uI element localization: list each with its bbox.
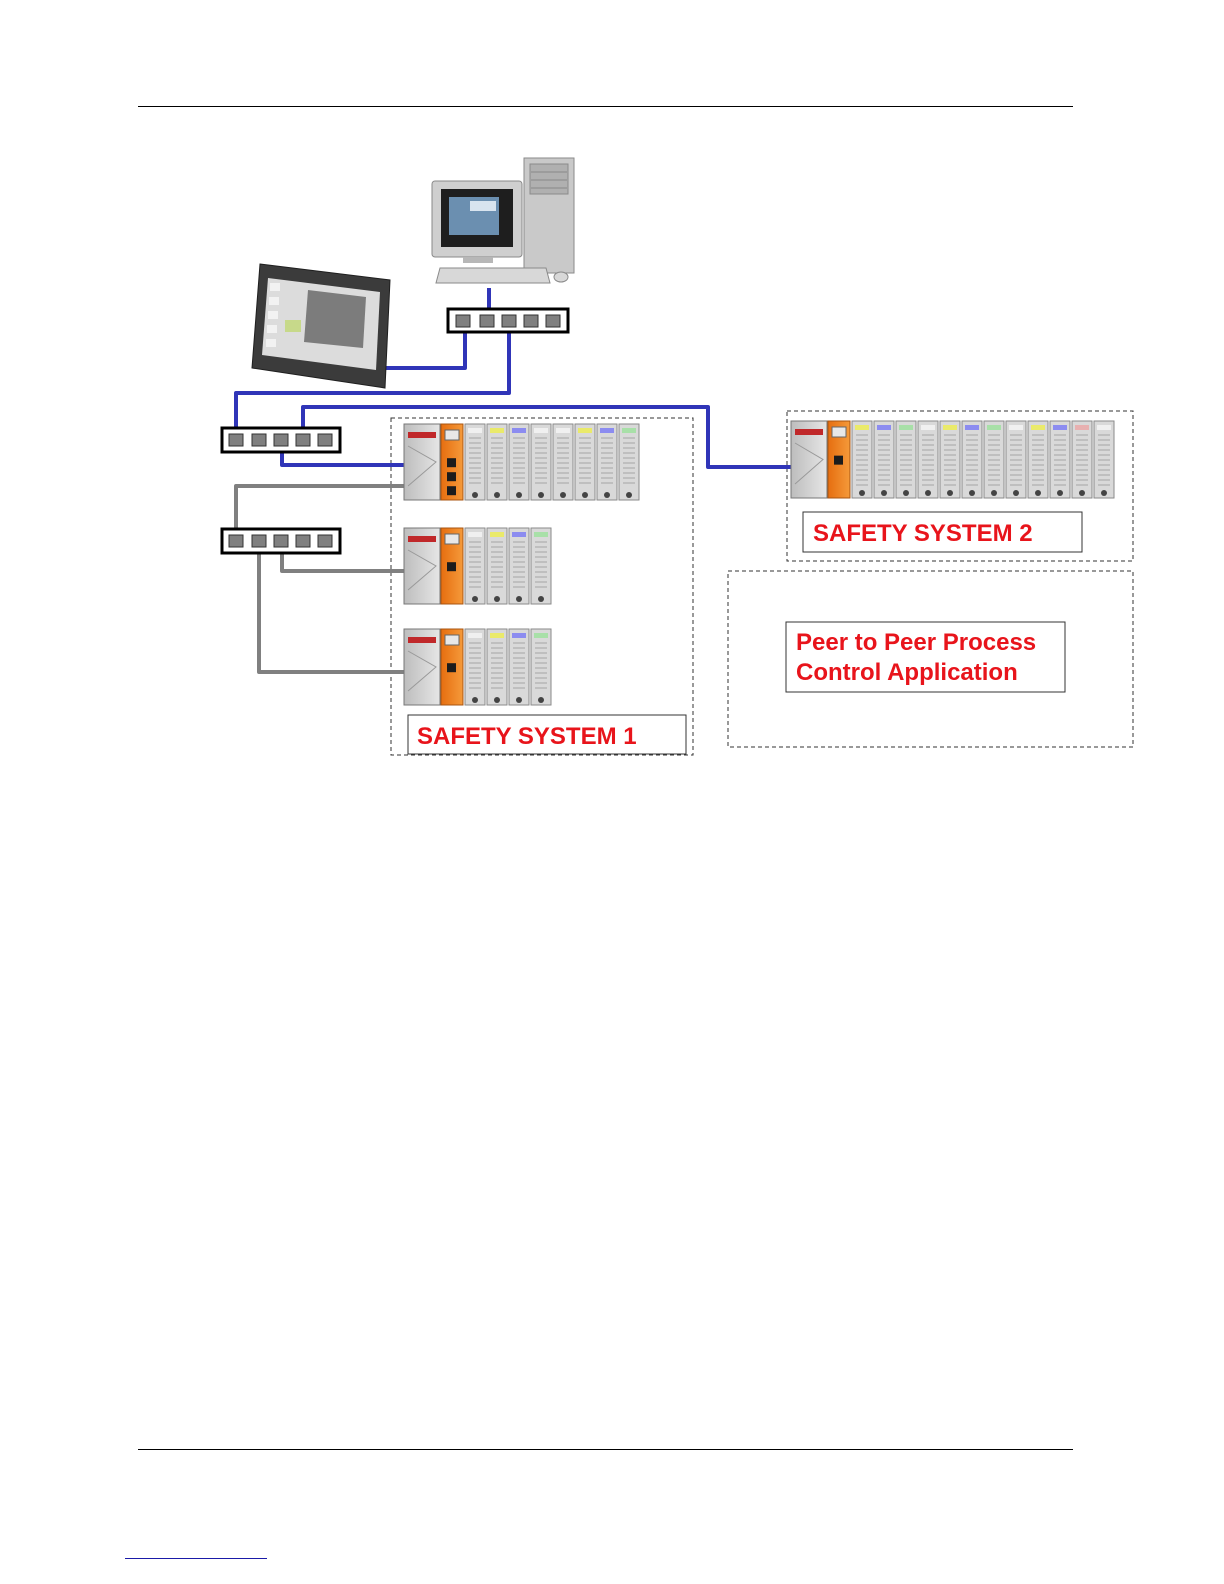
network-switch-icon <box>448 309 568 332</box>
safety-system-2-label: SAFETY SYSTEM 2 <box>813 520 1033 547</box>
network-switch-icon <box>222 428 340 452</box>
network-switch-icon <box>222 529 340 553</box>
peer-application-label-line2: Control Application <box>796 659 1018 686</box>
plc-rack-icon <box>404 424 639 500</box>
desktop-pc-icon <box>432 158 574 283</box>
plc-rack-icon <box>404 629 551 705</box>
hmi-panel-icon <box>252 264 390 388</box>
safety-system-1-label: SAFETY SYSTEM 1 <box>417 723 637 750</box>
plc-rack-icon <box>404 528 551 604</box>
plc-rack-icon <box>791 421 1114 498</box>
peer-application-label-line1: Peer to Peer Process <box>796 629 1036 656</box>
